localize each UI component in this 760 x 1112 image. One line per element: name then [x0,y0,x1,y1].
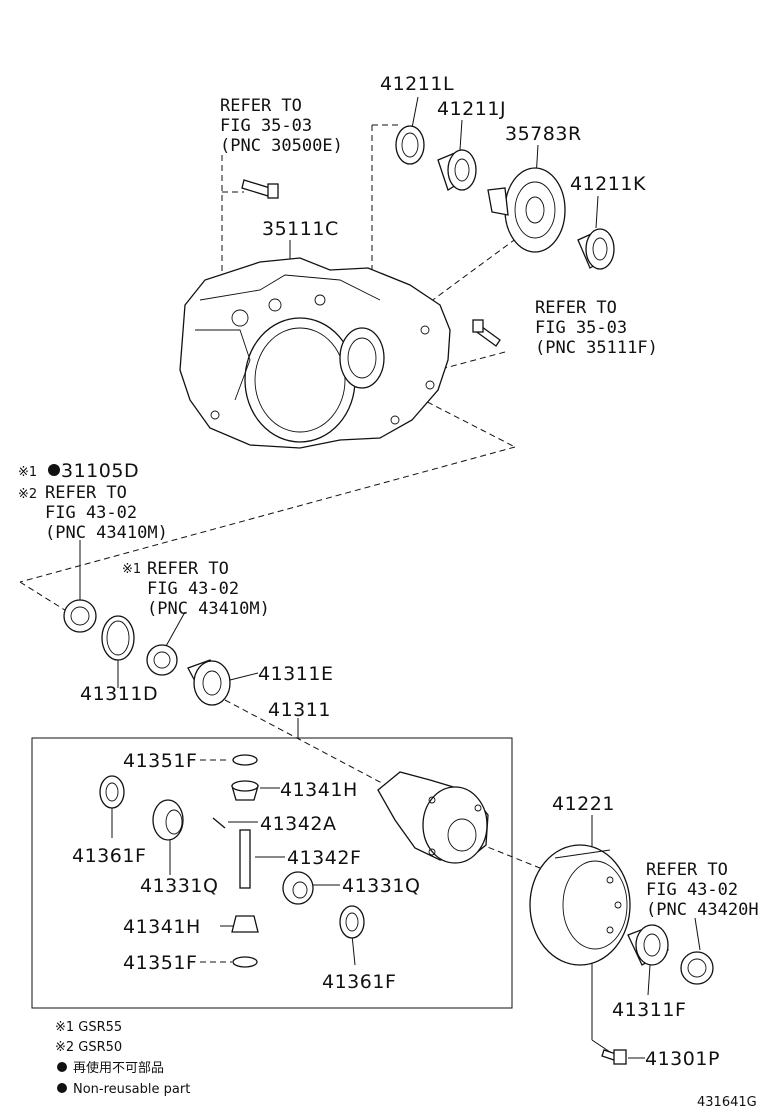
ref2-line2[interactable]: FIG 35-03 [535,318,627,338]
ring-gear-41221 [529,844,631,966]
mark1-top: ※1 [18,465,37,480]
ref3-line1[interactable]: REFER TO [45,483,127,503]
label-41361F-left[interactable]: 41361F [72,845,146,867]
ref1-line1[interactable]: REFER TO [220,96,302,116]
label-41342A[interactable]: 41342A [260,813,336,835]
ref4-line2[interactable]: FIG 43-02 [147,579,239,599]
seal-31105D [63,599,97,633]
ref5-line2[interactable]: FIG 43-02 [646,880,738,900]
legend-dot-icon-jp [57,1062,67,1072]
figure-code: 431641G [697,1095,757,1110]
washer-41361F-right [339,905,365,939]
differential-case [377,771,489,864]
legend-note2: ※2 GSR50 [55,1040,122,1055]
ref3-line3[interactable]: (PNC 43410M) [45,523,168,543]
ref5-line1[interactable]: REFER TO [646,860,728,880]
label-41211L[interactable]: 41211L [380,73,454,95]
side-gear-41331Q-right [282,871,314,905]
label-41361F-right[interactable]: 41361F [322,971,396,993]
label-41301P[interactable]: 41301P [645,1048,720,1070]
bearing-41311E [187,659,231,706]
bolt-top [241,179,279,199]
mark1-mid: ※1 [122,562,141,577]
ref2-line1[interactable]: REFER TO [535,298,617,318]
transmission-housing-35111C [179,257,451,449]
ref1-line3[interactable]: (PNC 30500E) [220,136,343,156]
washer-41361F-left [99,775,125,809]
bolt-41301P [601,1049,627,1065]
legend-nonreuse-jp: 再使用不可部品 [73,1060,164,1076]
pin-41342A [212,817,226,829]
seal-right [680,951,714,985]
pinion-41341H-bottom [231,915,259,933]
label-41311[interactable]: 41311 [268,699,331,721]
label-35783R[interactable]: 35783R [505,123,582,145]
label-41311F[interactable]: 41311F [612,999,686,1021]
seal-small [146,644,178,676]
leader-lines [19,96,701,1059]
label-41311E[interactable]: 41311E [258,663,333,685]
legend: ※1 GSR55 ※2 GSR50 再使用不可部品 Non-reusable p… [55,1020,757,1110]
label-41341H-bottom[interactable]: 41341H [123,916,201,938]
label-31105D[interactable]: 31105D [61,460,139,482]
nonreusable-dot-icon [48,464,60,476]
legend-nonreuse-en: Non-reusable part [73,1082,190,1097]
bolt-right [472,319,501,347]
gear-35783R [487,167,566,253]
label-41351F-top[interactable]: 41351F [123,750,197,772]
ref5-line3[interactable]: (PNC 43420H) [646,900,760,920]
legend-dot-icon-en [57,1083,67,1093]
bearing-41211J [437,149,477,191]
washer-41351F-top [232,754,258,766]
side-gear-41331Q-left [152,799,184,841]
label-41221[interactable]: 41221 [552,793,615,815]
label-35111C[interactable]: 35111C [262,218,339,240]
label-41211J[interactable]: 41211J [437,98,506,120]
shaft-41342F [239,829,251,889]
ref4-line1[interactable]: REFER TO [147,559,229,579]
label-41342F[interactable]: 41342F [287,847,361,869]
pinion-41341H-top [231,780,259,801]
ref2-line3[interactable]: (PNC 35111F) [535,338,658,358]
bearing-41211K [577,228,615,270]
bearing-41311F [627,924,669,966]
legend-note1: ※1 GSR55 [55,1020,122,1035]
washer-41351F-bottom [232,956,258,968]
label-41341H-top[interactable]: 41341H [280,779,358,801]
reference-notes: REFER TO FIG 35-03 (PNC 30500E) REFER TO… [18,96,760,920]
label-41311D[interactable]: 41311D [80,683,158,705]
label-41351F-bottom[interactable]: 41351F [123,952,197,974]
mark2: ※2 [18,487,37,502]
part-labels: 41211L 41211J 35783R 41211K 35111C 31105… [48,73,720,1070]
label-41211K[interactable]: 41211K [570,173,646,195]
differential-subassembly-box [31,737,513,1009]
ref4-line3[interactable]: (PNC 43410M) [147,599,270,619]
label-41331Q-left[interactable]: 41331Q [140,875,218,897]
shim-41311D [101,615,135,661]
washer-41211L [395,125,425,165]
label-41331Q-right[interactable]: 41331Q [342,875,420,897]
ref1-line2[interactable]: FIG 35-03 [220,116,312,136]
ref3-line2[interactable]: FIG 43-02 [45,503,137,523]
